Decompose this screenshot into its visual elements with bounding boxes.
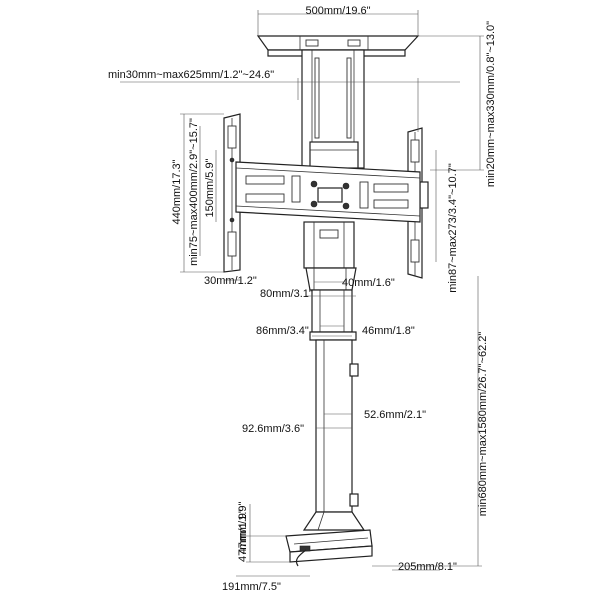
left-bracket-arm <box>223 113 241 273</box>
base-width-label: 191mm/7.5" <box>222 581 281 593</box>
collar-inner-label: 40mm/1.6" <box>342 277 395 289</box>
column-height-label: min680mm~max1580mm/26.7"~62.2" <box>477 332 489 517</box>
lower-column <box>309 331 359 513</box>
dimension-lines <box>120 10 484 577</box>
base-height-label: 47mm/1.9" <box>237 509 249 562</box>
base-depth-label: 205mm/8.1" <box>398 561 457 573</box>
top-depth-label: min20mm~max330mm/0.8"~13.0" <box>485 21 497 187</box>
bracket-height-label: 440mm/17.3" <box>171 159 183 224</box>
arm-span-label: min30mm~max625mm/1.2"~24.6" <box>108 69 274 81</box>
vesa-vertical-label: min75~max400mm/2.9"~15.7" <box>188 118 200 266</box>
upper-column <box>301 49 365 169</box>
base-plate <box>285 511 373 567</box>
middle-column-tube <box>311 289 353 333</box>
base-height-top-label: 47mm/1.9" <box>237 502 249 555</box>
arm-width-label: 30mm/1.2" <box>204 275 257 287</box>
collar-width-label: 80mm/3.1" <box>260 288 313 300</box>
tube-inner-label: 46mm/1.8" <box>362 325 415 337</box>
top-width-label: 500mm/19.6" <box>305 5 370 17</box>
lower-outer-label: 92.6mm/3.6" <box>242 423 304 435</box>
column-slider-block <box>303 221 355 269</box>
vesa-mount-plate <box>235 161 421 223</box>
vesa-horizontal-label: min87~max273/3.4"~10.7" <box>447 163 459 293</box>
tube-outer-label: 86mm/3.4" <box>256 325 309 337</box>
dimension-labels: 500mm/19.6" min20mm~max330mm/0.8"~13.0" … <box>108 5 497 593</box>
lower-inner-label: 52.6mm/2.1" <box>364 409 426 421</box>
plate-height-label: 150mm/5.9" <box>204 158 216 217</box>
